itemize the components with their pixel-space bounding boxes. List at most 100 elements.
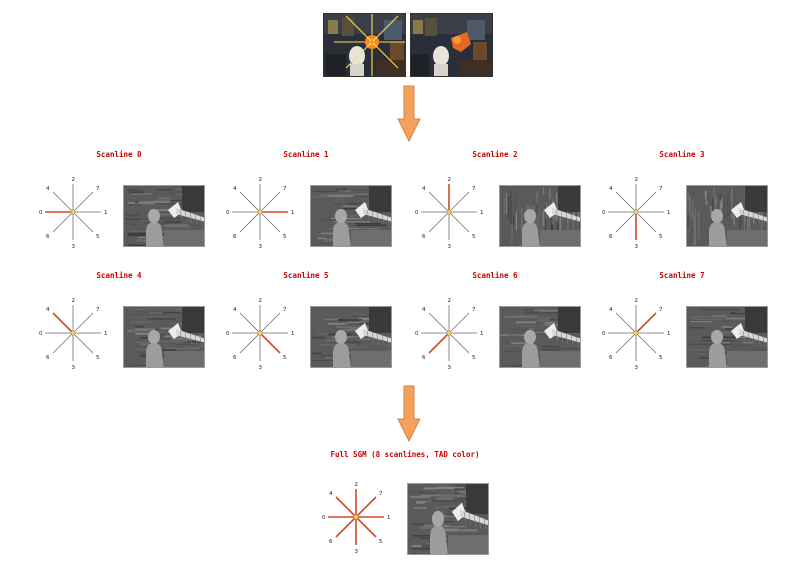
direction-label-4: 4 bbox=[609, 186, 613, 192]
direction-label-4: 4 bbox=[233, 186, 237, 192]
scanline-direction-5 bbox=[635, 211, 657, 233]
scanline-title: Scanline 4 bbox=[96, 271, 142, 280]
scanline-title: Scanline 7 bbox=[659, 271, 705, 280]
down-arrow-icon bbox=[397, 85, 421, 143]
disparity-map-scanline-1 bbox=[310, 185, 392, 247]
center-pixel-marker bbox=[70, 330, 76, 336]
scanline-direction-6 bbox=[615, 211, 637, 233]
direction-label-0: 0 bbox=[226, 331, 230, 337]
scanline-title: Scanline 5 bbox=[283, 271, 329, 280]
scanline-direction-4 bbox=[615, 191, 637, 213]
direction-label-2: 2 bbox=[635, 177, 639, 183]
scanline-title: Scanline 2 bbox=[472, 150, 518, 159]
direction-label-5: 5 bbox=[283, 234, 287, 240]
scanline-direction-4 bbox=[428, 191, 450, 213]
direction-label-7: 7 bbox=[659, 186, 663, 192]
center-pixel-marker bbox=[446, 330, 452, 336]
direction-label-0: 0 bbox=[39, 210, 43, 216]
center-pixel-marker bbox=[446, 209, 452, 215]
direction-label-5: 5 bbox=[659, 355, 663, 361]
scanline-direction-5-active bbox=[355, 516, 377, 538]
down-arrow-icon bbox=[397, 385, 421, 443]
center-pixel-marker bbox=[633, 330, 639, 336]
direction-label-6: 6 bbox=[609, 234, 613, 240]
direction-label-7: 7 bbox=[283, 307, 287, 313]
direction-label-7: 7 bbox=[472, 186, 476, 192]
scanline-direction-4 bbox=[52, 191, 74, 213]
direction-label-2: 2 bbox=[72, 298, 76, 304]
direction-label-6: 6 bbox=[422, 355, 426, 361]
direction-label-0: 0 bbox=[415, 210, 419, 216]
direction-label-4: 4 bbox=[609, 307, 613, 313]
disparity-map-scanline-7 bbox=[686, 306, 768, 368]
scanline-direction-5 bbox=[259, 211, 281, 233]
direction-label-5: 5 bbox=[472, 234, 476, 240]
direction-label-0: 0 bbox=[602, 331, 606, 337]
direction-label-3: 3 bbox=[448, 244, 452, 250]
direction-label-1: 1 bbox=[104, 210, 108, 216]
scanline-direction-7 bbox=[448, 191, 470, 213]
scanline-direction-4 bbox=[239, 191, 261, 213]
scanline-direction-7 bbox=[448, 312, 470, 334]
direction-label-6: 6 bbox=[46, 234, 50, 240]
direction-label-1: 1 bbox=[291, 210, 295, 216]
scanline-direction-5-active bbox=[259, 332, 281, 354]
direction-label-3: 3 bbox=[635, 365, 639, 371]
direction-label-1: 1 bbox=[667, 331, 671, 337]
direction-label-6: 6 bbox=[422, 234, 426, 240]
scanline-title: Scanline 6 bbox=[472, 271, 518, 280]
disparity-map-scanline-0 bbox=[123, 185, 205, 247]
scanline-direction-4-active bbox=[52, 312, 74, 334]
direction-label-7: 7 bbox=[96, 307, 100, 313]
scanline-title: Scanline 1 bbox=[283, 150, 329, 159]
direction-label-0: 0 bbox=[322, 515, 326, 521]
direction-label-3: 3 bbox=[448, 365, 452, 371]
disparity-map-scanline-5 bbox=[310, 306, 392, 368]
direction-label-1: 1 bbox=[291, 331, 295, 337]
direction-label-7: 7 bbox=[472, 307, 476, 313]
center-pixel-marker bbox=[257, 209, 263, 215]
scanline-direction-6 bbox=[615, 332, 637, 354]
scanline-direction-6 bbox=[52, 211, 74, 233]
direction-label-6: 6 bbox=[233, 355, 237, 361]
scanline-direction-7 bbox=[259, 312, 281, 334]
direction-label-4: 4 bbox=[422, 186, 426, 192]
direction-label-3: 3 bbox=[635, 244, 639, 250]
disparity-map-scanline-2 bbox=[499, 185, 581, 247]
direction-label-5: 5 bbox=[379, 539, 383, 545]
scanline-direction-6-active bbox=[335, 516, 357, 538]
direction-label-2: 2 bbox=[635, 298, 639, 304]
direction-label-6: 6 bbox=[609, 355, 613, 361]
scanline-direction-5 bbox=[72, 332, 94, 354]
disparity-map-scanline-6 bbox=[499, 306, 581, 368]
scanline-direction-6 bbox=[239, 211, 261, 233]
direction-label-1: 1 bbox=[387, 515, 391, 521]
scanline-direction-5 bbox=[448, 211, 470, 233]
full-sgm-disparity-map bbox=[407, 483, 489, 555]
final-title: Full SGM (8 scanlines, TAD color) bbox=[330, 450, 480, 459]
direction-label-6: 6 bbox=[46, 355, 50, 361]
disparity-map-scanline-3 bbox=[686, 185, 768, 247]
scanline-direction-7 bbox=[635, 191, 657, 213]
direction-label-2: 2 bbox=[448, 298, 452, 304]
direction-label-2: 2 bbox=[259, 177, 263, 183]
direction-label-2: 2 bbox=[355, 482, 359, 488]
scanline-title: Scanline 0 bbox=[96, 150, 142, 159]
direction-label-6: 6 bbox=[329, 539, 333, 545]
direction-label-3: 3 bbox=[72, 244, 76, 250]
center-pixel-marker bbox=[353, 514, 359, 520]
